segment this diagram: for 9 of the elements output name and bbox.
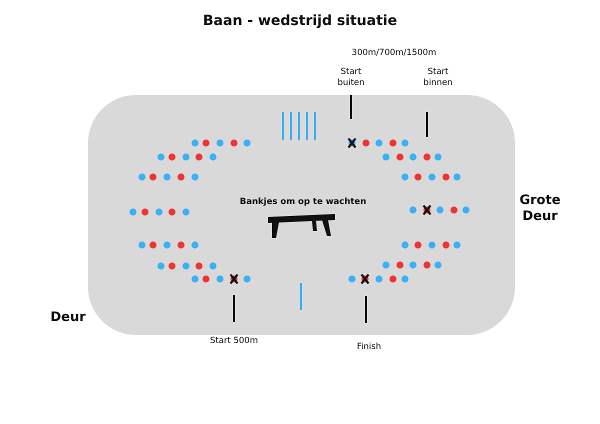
- finish-label: Finish: [356, 342, 382, 353]
- door-label: Grote Deur: [518, 193, 562, 226]
- title: Baan - wedstrijd situatie: [202, 13, 398, 30]
- start-label: Start buiten: [336, 67, 366, 88]
- start-label: Start 500m: [209, 336, 259, 347]
- start-label: Start binnen: [422, 67, 454, 88]
- distance-label: 300m/700m/1500m: [350, 48, 438, 59]
- door-label: Deur: [49, 310, 87, 326]
- bench-label: Bankjes om op te wachten: [238, 197, 368, 208]
